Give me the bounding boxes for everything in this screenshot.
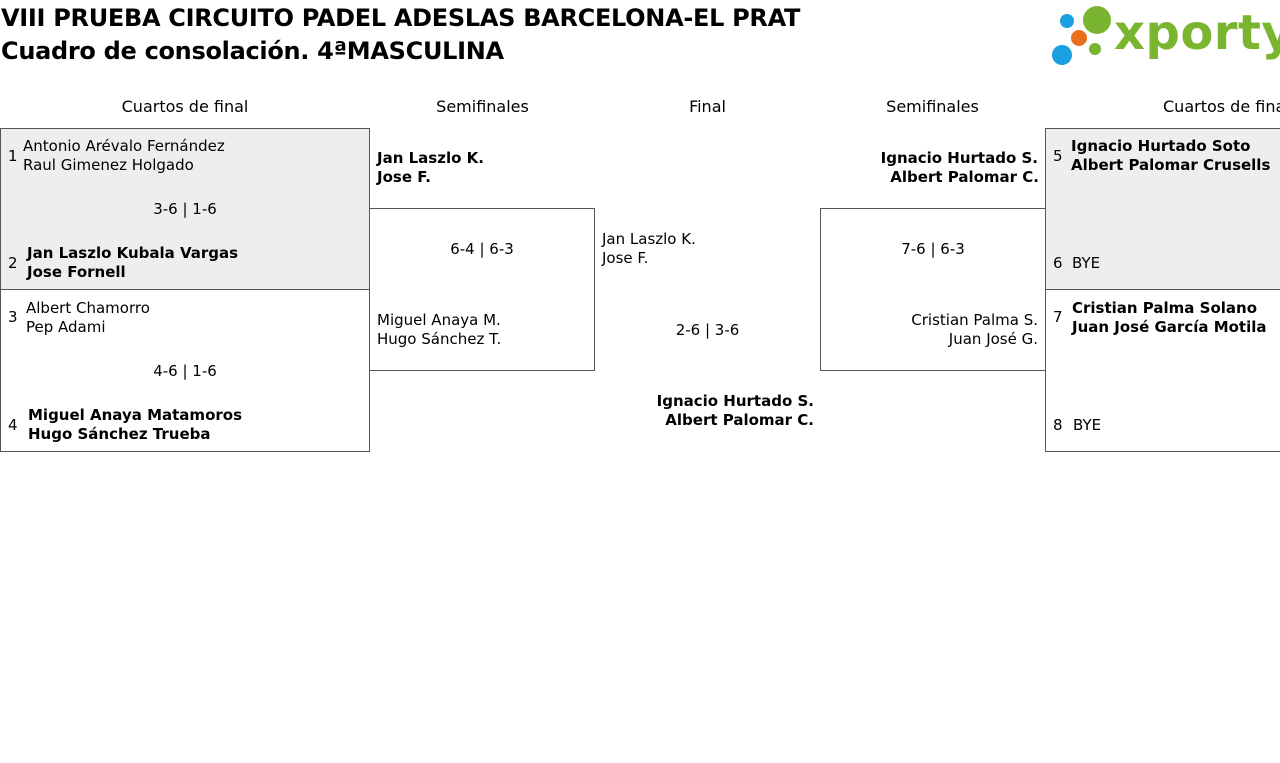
left-semi-match: 6-4 | 6-3 Miguel Anaya M. Hugo Sánchez T… [369,208,595,371]
seed-number: 7 [1053,308,1063,326]
player-name: Miguel Anaya M. [377,311,501,329]
player-name: Juan José García Motila [1072,318,1267,336]
player-name: Albert Palomar Crusells [1071,156,1271,174]
page-subtitle: Cuadro de consolación. 4ªMASCULINA [1,37,504,65]
player-name: Albert Chamorro [26,299,150,317]
seed-number: 8 [1053,416,1063,434]
player-name: Jan Laszlo Kubala Vargas [27,244,239,262]
match-score: 6-4 | 6-3 [450,240,514,258]
round-header-right-quarters: Cuartos de final [1163,97,1280,116]
round-header-left-quarters: Cuartos de final [121,97,249,116]
player-name: Ignacio Hurtado S. [656,392,814,410]
player-name: BYE [1072,254,1101,272]
seed-number: 4 [8,416,18,434]
player-name: Jose F. [602,249,649,267]
seed-number: 2 [8,254,18,272]
player-name: Pep Adami [26,318,106,336]
left-quarter-match-1: 1 Antonio Arévalo Fernández Raul Gimenez… [0,128,370,290]
seed-number: 5 [1053,147,1063,165]
final-score: 2-6 | 3-6 [675,321,740,339]
match-score: 7-6 | 6-3 [901,240,965,258]
match-score: 3-6 | 1-6 [153,200,217,218]
player-name: BYE [1073,416,1102,434]
player-name: Ignacio Hurtado Soto [1071,137,1251,155]
match-score: 4-6 | 1-6 [153,362,217,380]
player-name: Jose F. [377,168,431,186]
player-name: Albert Palomar C. [665,411,814,429]
player-name: Cristian Palma S. [911,311,1038,329]
round-header-final: Final [689,97,726,116]
player-name: Jose Fornell [27,263,126,281]
player-name: Jan Laszlo K. [377,149,484,167]
player-name: Antonio Arévalo Fernández [23,137,225,155]
seed-number: 6 [1053,254,1063,272]
player-name: Hugo Sánchez T. [377,330,502,348]
logo-wordmark: xporty [1114,5,1280,61]
player-name: Raul Gimenez Holgado [23,156,194,174]
round-header-left-semis: Semifinales [436,97,529,116]
page-title: VIII PRUEBA CIRCUITO PADEL ADESLAS BARCE… [1,4,801,32]
player-name: Cristian Palma Solano [1072,299,1257,317]
seed-number: 1 [8,147,18,165]
player-name: Hugo Sánchez Trueba [28,425,211,443]
dots-icon [1052,6,1111,65]
left-quarter-match-2: 3 Albert Chamorro Pep Adami 4-6 | 1-6 4 … [0,289,370,452]
right-quarter-match-2: 7 Cristian Palma Solano Juan José García… [1045,289,1280,452]
player-name: Miguel Anaya Matamoros [28,406,242,424]
xporty-logo: xporty [1052,5,1280,67]
right-quarter-match-1: 5 Ignacio Hurtado Soto Albert Palomar Cr… [1045,128,1280,290]
round-header-right-semis: Semifinales [886,97,979,116]
right-semi-match: 7-6 | 6-3 Cristian Palma S. Juan José G. [820,208,1046,371]
player-name: Albert Palomar C. [890,168,1039,186]
player-name: Juan José G. [948,330,1038,348]
player-name: Jan Laszlo K. [602,230,696,248]
seed-number: 3 [8,308,18,326]
player-name: Ignacio Hurtado S. [880,149,1038,167]
